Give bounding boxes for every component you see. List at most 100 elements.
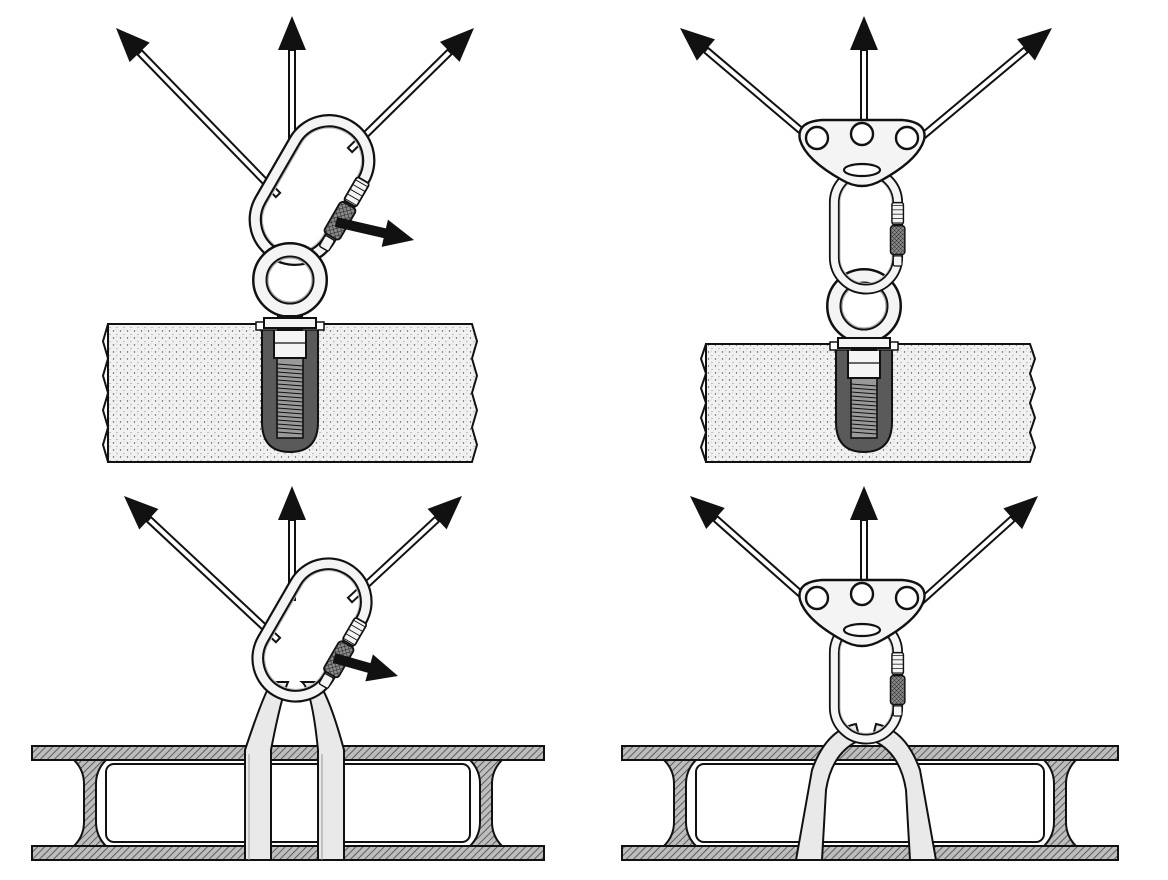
rod-thread	[276, 415, 304, 419]
force-arrow-head	[278, 16, 306, 50]
force-arrow-head	[439, 28, 474, 62]
collar-thread	[348, 628, 361, 637]
beam-void-outline	[105, 763, 471, 843]
rod-thread	[850, 415, 878, 419]
collar-thread	[352, 183, 366, 192]
carabiner	[251, 557, 373, 703]
force-arrow-shaft	[914, 515, 1017, 608]
concrete-break-line	[699, 343, 708, 463]
plate-attachment-hole	[849, 121, 875, 147]
screw-gate-sleeve	[319, 176, 370, 252]
rod-thread	[850, 423, 878, 427]
force-arrow-head	[680, 28, 715, 61]
rigging-plate-body	[798, 578, 926, 648]
collar-thread	[353, 619, 366, 628]
sleeve-lower	[892, 255, 903, 267]
panel-eyebolt-plate	[680, 16, 1052, 463]
collar-thread	[345, 633, 358, 641]
force-arrow-shaft	[145, 515, 282, 644]
sling-strap	[244, 681, 290, 861]
i-beam	[31, 745, 545, 861]
force-arrow-head	[427, 496, 462, 530]
force-arrow-shaft	[914, 46, 1030, 144]
rod-thread	[276, 383, 304, 387]
rod-thread	[850, 419, 878, 423]
eye-ring-highlight	[267, 257, 313, 303]
plate-master-hole	[842, 162, 882, 178]
rod-thread	[276, 407, 304, 411]
force-arrow-right	[346, 496, 462, 604]
rod-thread	[276, 367, 304, 371]
rigging-plate-body	[798, 118, 926, 188]
rod-thread	[276, 379, 304, 383]
rod-thread	[850, 431, 878, 435]
force-arrow-right	[914, 496, 1038, 608]
sleeve-collar	[891, 651, 905, 675]
beam-web	[467, 759, 505, 847]
force-arrow-left	[124, 496, 282, 644]
screw-gate-sleeve	[889, 201, 906, 267]
eye-bolt	[826, 268, 902, 351]
collar-thread	[349, 188, 363, 197]
rod-thread	[276, 363, 304, 367]
force-arrow-right	[914, 28, 1052, 144]
sleeve-collar	[342, 617, 367, 647]
force-arrow-shaft	[136, 48, 282, 199]
force-arrow-up	[850, 486, 878, 587]
sleeve-knurl	[889, 224, 906, 256]
eye-ring	[254, 244, 326, 316]
rod-thread	[850, 387, 878, 391]
beam-void-outline	[695, 763, 1045, 843]
plate-attachment-hole	[849, 581, 875, 607]
panel-eyebolt-carabiner	[101, 16, 479, 463]
rod-thread	[276, 399, 304, 403]
collar-thread	[350, 624, 363, 632]
sleeve-lower	[892, 705, 903, 717]
beam-web	[71, 759, 109, 847]
bottom-flange	[31, 845, 545, 861]
sleeve-collar	[891, 201, 905, 225]
collar-thread	[347, 193, 360, 202]
plate-master-hole	[842, 622, 882, 638]
sling-strap-left	[794, 722, 862, 861]
rod-thread	[850, 391, 878, 395]
sleeve-knurl	[889, 674, 906, 706]
eye-bolt	[252, 242, 328, 331]
screw-gate-sleeve	[889, 651, 906, 717]
side-load-arrow	[332, 653, 398, 682]
anchor-bore	[829, 341, 899, 454]
force-arrow-head	[1016, 28, 1052, 61]
force-arrow-shaft	[702, 46, 816, 144]
force-arrow-head	[850, 486, 878, 520]
force-arrow-head	[124, 496, 159, 530]
concrete-break-line	[101, 323, 110, 463]
force-arrow-shaft	[860, 519, 868, 587]
rod-thread	[276, 419, 304, 423]
sling	[244, 681, 345, 861]
top-flange	[621, 745, 1119, 761]
force-arrow-left	[680, 28, 816, 144]
force-arrow-head	[690, 496, 725, 530]
rod-thread	[850, 407, 878, 411]
force-arrow-head	[850, 16, 878, 50]
sling-strap-right	[870, 722, 938, 861]
force-arrow-head	[1003, 496, 1038, 530]
panel-sling-plate	[621, 486, 1119, 861]
force-arrow-shaft	[860, 49, 868, 121]
plate-attachment-hole	[804, 125, 830, 151]
beam-web	[661, 759, 699, 847]
rod-thread	[850, 403, 878, 407]
concrete-slab	[101, 321, 479, 463]
concrete-slab	[699, 341, 1037, 463]
force-arrow-left	[116, 28, 282, 199]
collar-thread	[344, 198, 358, 206]
rod-thread	[850, 427, 878, 431]
force-arrow-up	[850, 16, 878, 121]
rod-thread	[276, 431, 304, 435]
sleeve-collar	[343, 176, 370, 208]
sling-strap	[299, 681, 345, 861]
rod-thread	[276, 375, 304, 379]
carabiner-body-highlight	[839, 176, 893, 284]
eye-ring	[828, 270, 900, 342]
